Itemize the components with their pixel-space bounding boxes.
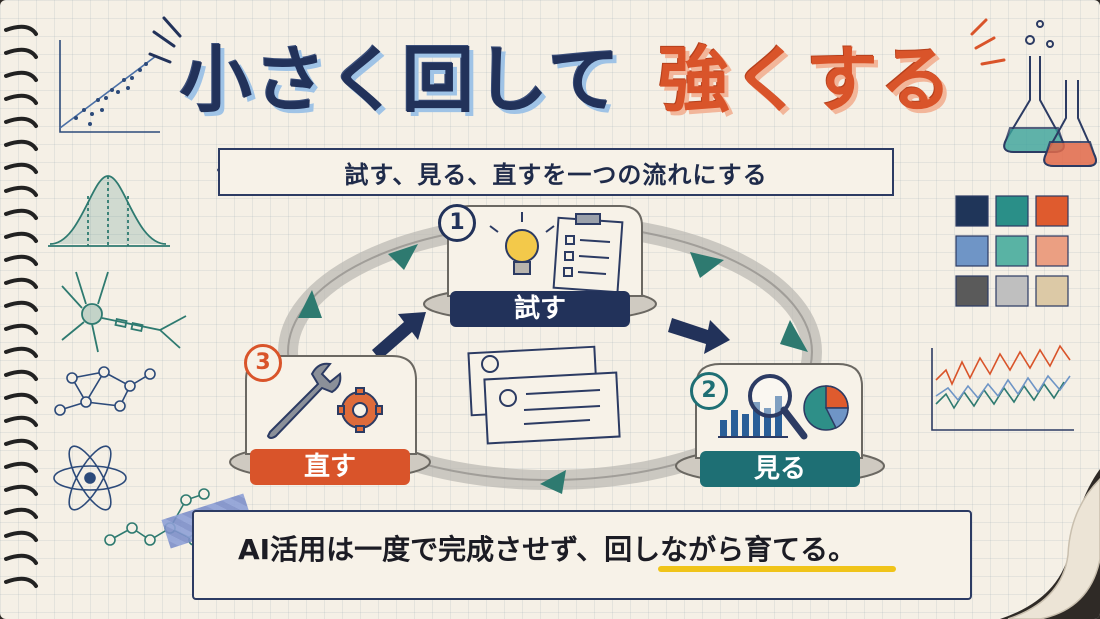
step-label-try: 試す [450,291,630,327]
footer-highlight-underline [658,566,896,572]
footer-box [192,510,972,600]
ring-arrows [298,244,808,494]
title-part-orange: 強くする [658,38,955,122]
footer-text-highlight: 回しながら育てる [604,533,829,566]
step-number-1: 1 [438,204,476,242]
neuron-icon [61,271,187,353]
title-accent-marks [148,16,1006,66]
gear-icon [337,387,383,433]
page-title: 小さく回して 強くする [180,30,1000,140]
line-chart-icon [931,344,1074,431]
footer-message: AI活用は一度で完成させず、回しながら育てる。 [238,528,856,572]
scatter-sketch-icon [59,40,160,133]
bell-curve-icon [48,175,170,247]
subtitle-text: 試す、見る、直すを一つの流れにする [344,160,768,189]
color-swatches [955,195,1069,307]
subtitle-banner: 試す、見る、直すを一つの流れにする [218,148,894,196]
network-graph-icon [54,366,156,416]
magnifier-icon [748,374,808,440]
step-label-fix: 直す [250,449,410,485]
memo-cards-icon [467,345,621,445]
step-number-2: 2 [690,372,728,410]
clipboard-icon [552,213,624,294]
page-curl [1000,469,1100,619]
footer-text-after: 。 [828,533,857,566]
atom-icon [53,445,127,511]
step-number-3: 3 [244,344,282,382]
lightbulb-icon [489,212,555,275]
step-label-see: 見る [700,451,860,487]
footer-text-before: AI活用は一度で完成させず、 [238,533,605,566]
flow-arrows [372,312,730,360]
wrench-icon [266,362,342,439]
flask-icon [1003,20,1097,167]
spiral-binding [4,24,38,588]
title-part-navy: 小さく回して [180,38,622,122]
pie-chart-icon [803,385,849,431]
